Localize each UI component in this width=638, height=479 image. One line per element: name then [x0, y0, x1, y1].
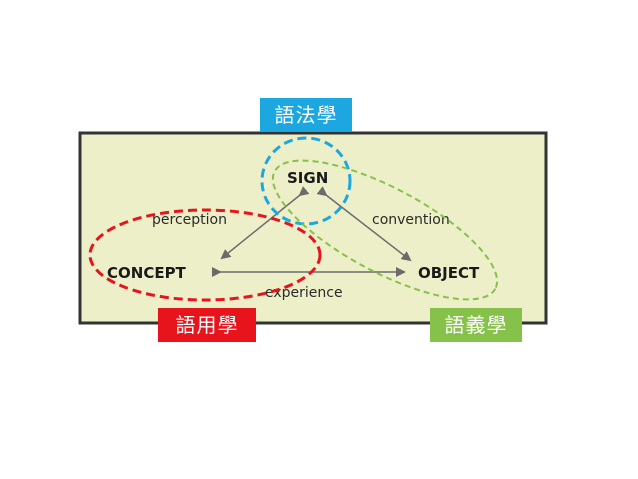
- arrow-sign-concept: [220, 186, 310, 260]
- edge-label-experience: experience: [265, 285, 343, 301]
- edge-label-perception: perception: [152, 212, 227, 228]
- diagram-panel: [78, 131, 548, 325]
- semantics-tag: 語義學: [430, 308, 522, 342]
- syntax-highlight-circle: [260, 136, 352, 226]
- pragmatics-highlight-ellipse: [88, 208, 322, 302]
- syntax-tag: 語法學: [260, 98, 352, 132]
- arrow-sign-object: [316, 186, 412, 262]
- node-concept: CONCEPT: [107, 264, 187, 282]
- node-object: OBJECT: [418, 264, 480, 282]
- edge-label-convention: convention: [372, 212, 450, 228]
- node-sign: SIGN: [287, 169, 328, 187]
- pragmatics-tag: 語用學: [158, 308, 256, 342]
- semantics-highlight-ellipse: [271, 159, 499, 301]
